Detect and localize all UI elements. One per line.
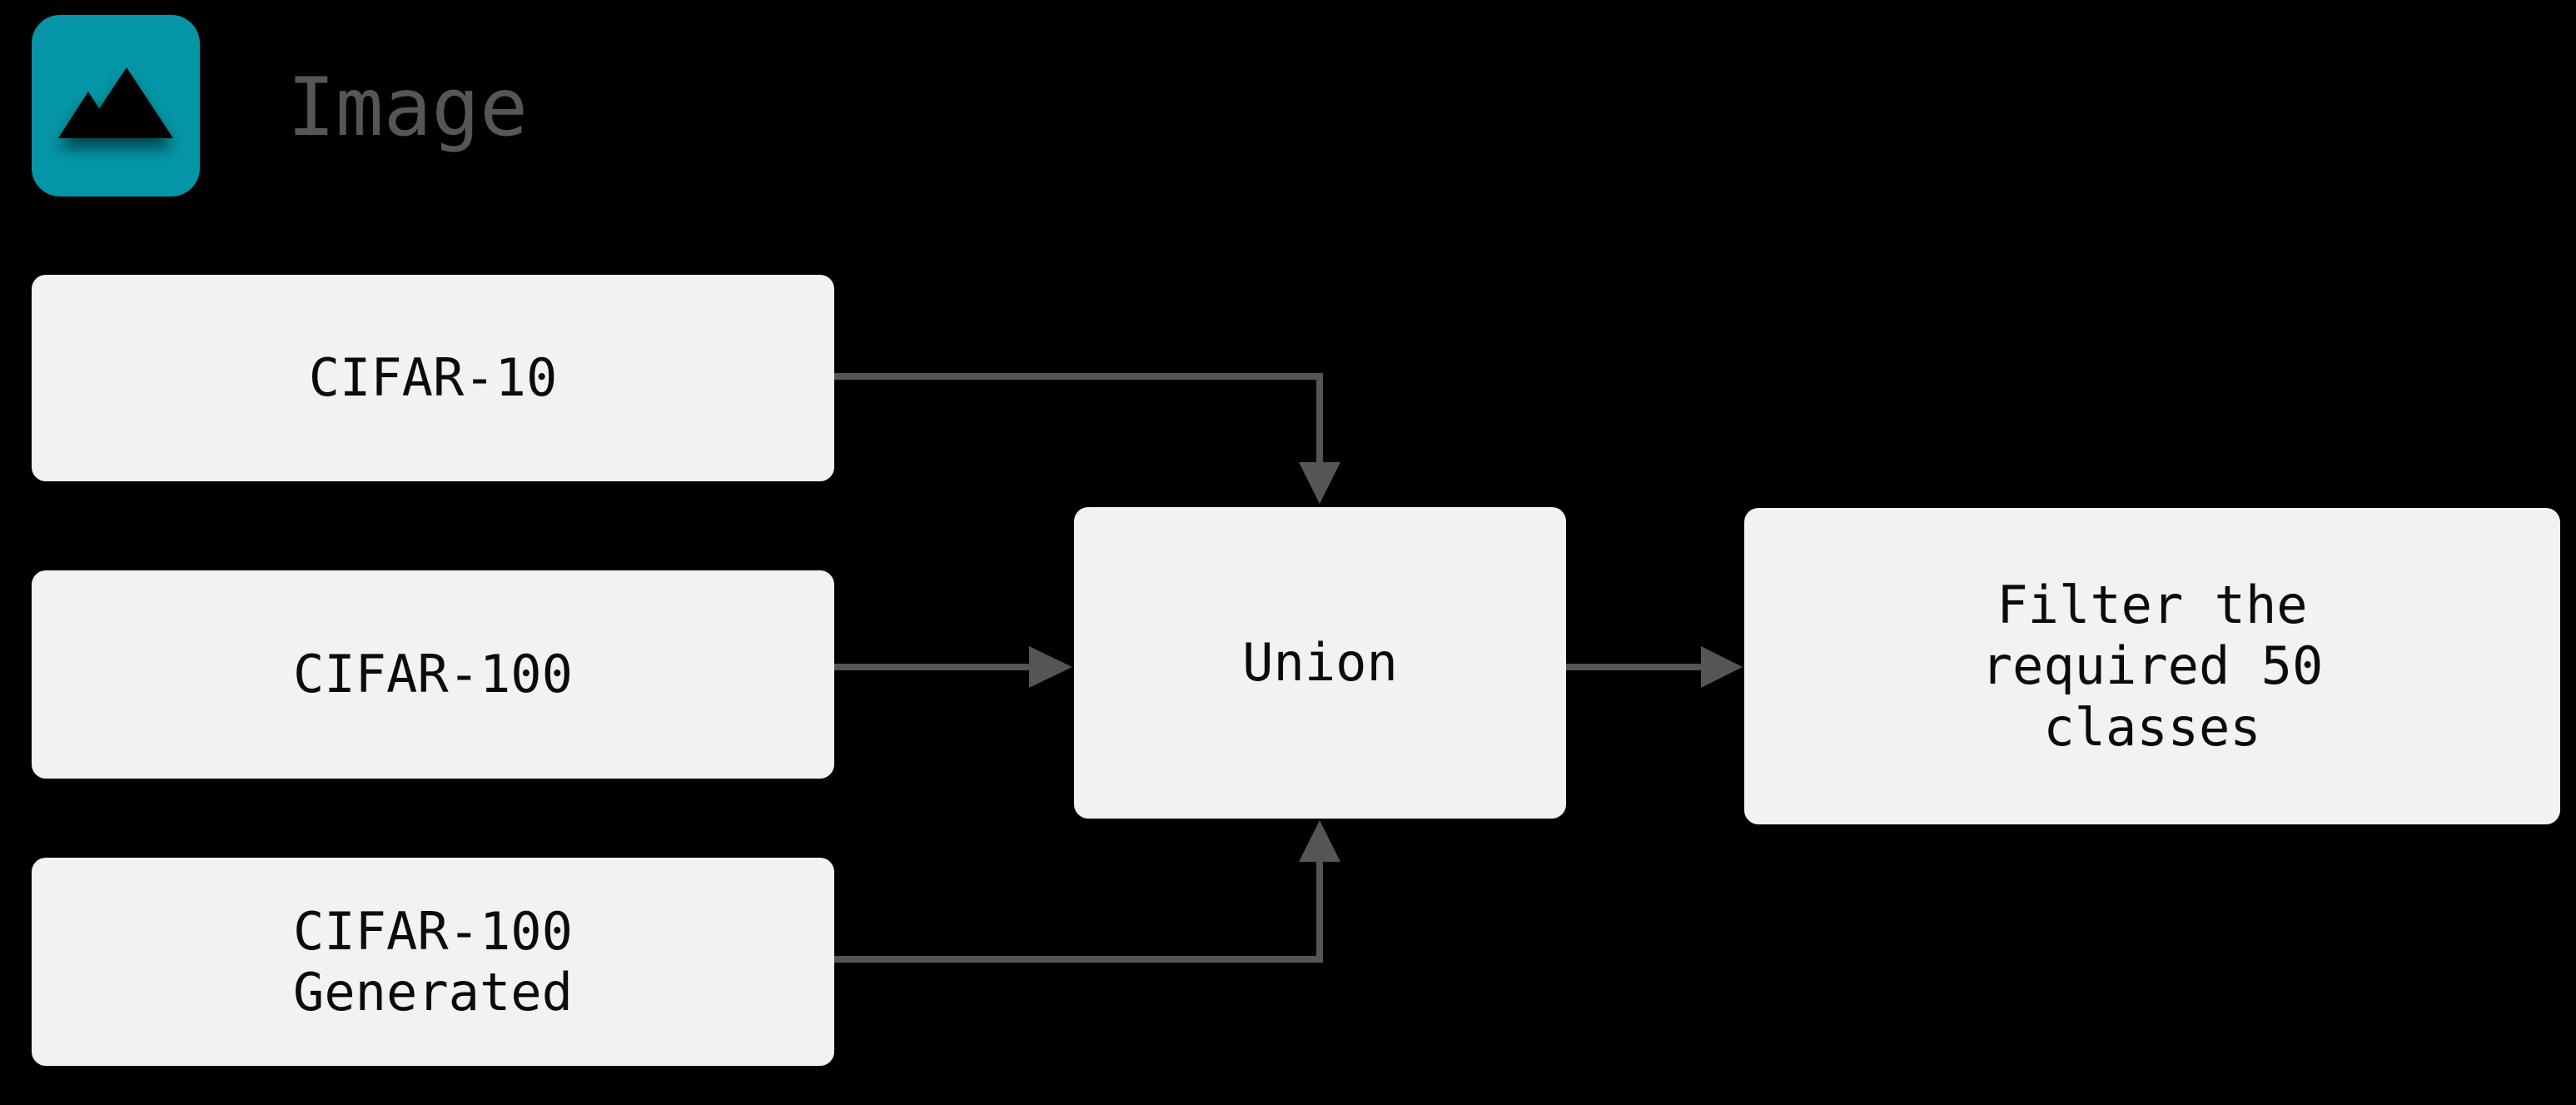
node-union[interactable]: Union (1074, 507, 1566, 819)
edge-cifar100g-to-union (834, 820, 1340, 963)
node-cifar100-label: CIFAR-100 (293, 644, 573, 705)
arrowhead-right-icon (1029, 646, 1072, 688)
node-cifar100[interactable]: CIFAR-100 (32, 570, 834, 779)
node-cifar100-generated-label: CIFAR-100 Generated (293, 900, 573, 1023)
edge-line (834, 851, 1323, 963)
arrowhead-up-icon (1299, 820, 1340, 862)
node-union-label: Union (1242, 632, 1398, 694)
edge-cifar10-to-union (834, 373, 1340, 504)
arrowhead-down-icon (1299, 462, 1340, 504)
node-filter-classes-label: Filter the required 50 classes (1981, 575, 2324, 758)
arrowhead-right-icon (1701, 646, 1743, 688)
edge-line (834, 373, 1323, 475)
image-mountain-icon-glyph (58, 67, 173, 138)
node-cifar10[interactable]: CIFAR-10 (32, 275, 834, 481)
node-cifar100-generated[interactable]: CIFAR-100 Generated (32, 858, 834, 1066)
edge-union-to-filter (1566, 646, 1743, 688)
image-mountain-icon (32, 15, 200, 197)
app-header: Image (32, 15, 1031, 198)
edge-cifar100-to-union (834, 646, 1072, 688)
node-cifar10-label: CIFAR-10 (308, 347, 558, 409)
page-title: Image (287, 61, 528, 154)
node-filter-classes[interactable]: Filter the required 50 classes (1744, 508, 2560, 824)
